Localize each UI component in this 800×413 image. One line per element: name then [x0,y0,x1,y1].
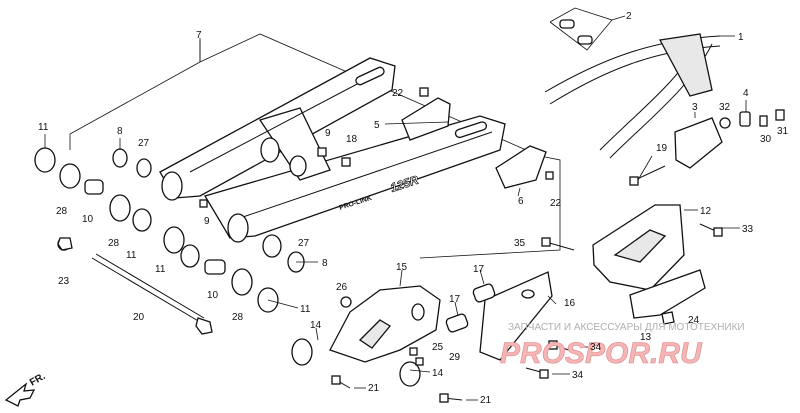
adjuster-plates [401,97,547,189]
front-direction-label: FR. [28,371,48,389]
leader-lines [44,15,747,401]
chain-slider [674,117,723,169]
callout-35: 35 [514,238,526,249]
chain-guide [592,204,706,319]
callout-16: 16 [564,298,576,309]
callout-11-c: 11 [155,264,166,275]
watermark-tagline: ЗАПЧАСТИ И АКСЕССУАРЫ ДЛЯ МОТОТЕХНИКИ [508,322,745,333]
callout-3: 3 [692,102,698,113]
callout-8-top: 8 [117,126,123,137]
callout-21-bottom: 21 [480,395,492,406]
callout-29: 29 [449,352,461,363]
link-bracket [329,285,441,363]
callout-27-top: 27 [138,138,150,149]
drive-chain [544,7,721,159]
callout-34-bottom: 34 [572,370,584,381]
callout-28-b: 28 [108,238,120,249]
callout-10-bottom: 10 [207,290,219,301]
callout-28-a: 28 [56,206,68,217]
callout-14-top: 14 [310,320,322,331]
callout-28-c: 28 [232,312,244,323]
callout-18: 18 [346,134,358,145]
callout-6: 6 [518,196,524,207]
callout-4: 4 [743,88,749,99]
callout-19: 19 [656,143,668,154]
callout-11-d: 11 [300,304,311,315]
callout-14-bottom: 14 [432,368,444,379]
chain-guide-plate [479,271,553,361]
callout-15: 15 [396,262,408,273]
callout-7: 7 [196,30,202,41]
chain-link-a [559,19,575,29]
callout-30: 30 [760,134,772,145]
chain-link-b [577,35,593,45]
callout-31: 31 [777,126,789,137]
callout-11-a: 11 [38,122,49,133]
callout-5: 5 [374,120,380,131]
bolts [57,87,785,403]
callout-17-top: 17 [473,264,485,275]
callout-33: 33 [742,224,754,235]
pivot-bolt [91,253,213,335]
front-direction-arrow: FR. [4,371,48,407]
callout-labels: 1 2 3 4 5 6 7 8 8 9 9 10 10 11 11 11 11 … [38,11,789,406]
callout-32: 32 [719,102,731,113]
callout-1: 1 [738,32,744,43]
callout-24: 24 [688,315,700,326]
callout-8-bottom: 8 [322,258,328,269]
callout-22-top: 22 [392,88,404,99]
callout-21-top: 21 [368,383,380,394]
callout-22-bottom: 22 [550,198,562,209]
watermark-logo: PROSPOR.RU [500,337,703,370]
callout-10-top: 10 [82,214,94,225]
callout-26: 26 [336,282,348,293]
callout-27-bottom: 27 [298,238,310,249]
plate-5 [401,97,451,141]
plate-6 [495,145,547,189]
callout-9-top: 9 [325,128,331,139]
callout-25: 25 [432,342,444,353]
callout-2: 2 [626,11,632,22]
callout-9-bottom: 9 [204,216,210,227]
swingarm: 125R PRO-LINK [159,57,506,243]
watermark: ЗАПЧАСТИ И АКСЕССУАРЫ ДЛЯ МОТОТЕХНИКИ PR… [500,322,745,370]
callout-34-top: 34 [590,342,602,353]
callout-20: 20 [133,312,145,323]
callout-17-bottom: 17 [449,294,461,305]
callout-11-b: 11 [126,250,137,261]
callout-13: 13 [640,332,652,343]
callout-23: 23 [58,276,70,287]
callout-12: 12 [700,206,712,217]
